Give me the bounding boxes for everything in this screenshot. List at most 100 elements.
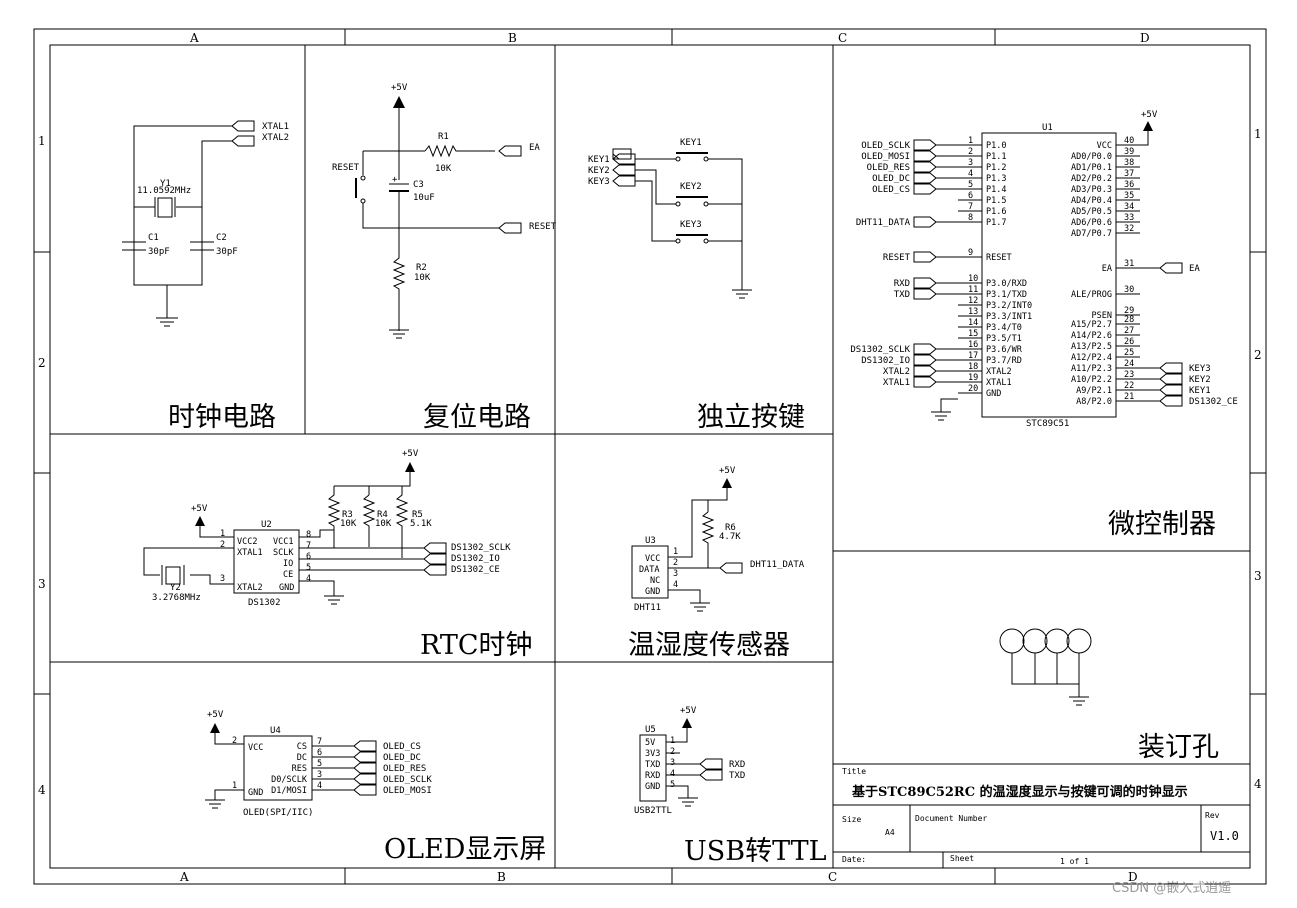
oled-net-oled-sclk: OLED_SCLK bbox=[383, 775, 432, 785]
mcu-pin-a8-p2-0: A8/P2.0 bbox=[1076, 397, 1112, 407]
net-key2: KEY2 bbox=[588, 166, 610, 176]
mcu-pin-a10-p2-2: A10/P2.2 bbox=[1071, 375, 1112, 385]
mcu-pinnum-25: 25 bbox=[1124, 348, 1134, 358]
ref-r4: R4 bbox=[377, 510, 388, 520]
tb-size-label: Size bbox=[842, 815, 861, 824]
usb-pin-3v3: 3V3 bbox=[645, 749, 660, 759]
rtc-pin-io: IO bbox=[283, 559, 293, 569]
mcu-net-oled-dc: OLED_DC bbox=[872, 174, 910, 184]
rtc-pinnum-5: 5 bbox=[306, 563, 311, 573]
zone-col-b-top: B bbox=[508, 31, 517, 45]
mcu-pin-ad6-p0-6: AD6/P0.6 bbox=[1071, 218, 1112, 228]
rtc-body bbox=[233, 529, 300, 594]
mcu-net-oled-mosi: OLED_MOSI bbox=[861, 152, 910, 162]
usb-vcc: +5V bbox=[680, 706, 697, 716]
oled-pin-vcc: VCC bbox=[248, 743, 263, 753]
outer-border bbox=[33, 28, 1267, 885]
sensor-pin-nc: NC bbox=[650, 576, 660, 586]
sensor-pin-data: DATA bbox=[639, 565, 659, 575]
rtc-vcc: +5V bbox=[402, 449, 419, 459]
label-switch-key1: KEY1 bbox=[680, 138, 702, 148]
section-title-clock: 时钟电路 bbox=[168, 402, 276, 433]
mcu-pin-ad2-p0-2: AD2/P0.2 bbox=[1071, 174, 1112, 184]
mcu-pinnum-23: 23 bbox=[1124, 370, 1134, 380]
mcu-pinnum-2: 2 bbox=[968, 147, 973, 157]
sensor-pin-gnd: GND bbox=[645, 587, 660, 597]
val-r4: 10K bbox=[375, 519, 392, 529]
section-title-sensor: 温湿度传感器 bbox=[628, 630, 790, 661]
mcu-pin-p1-7: P1.7 bbox=[986, 218, 1006, 228]
mcu-pinnum-11: 11 bbox=[968, 285, 978, 295]
mcu-pinnum-20: 20 bbox=[968, 384, 978, 394]
ref-y1: Y1 bbox=[160, 179, 171, 189]
oled-pin-dc: DC bbox=[297, 753, 307, 763]
mcu-pin-ad5-p0-5: AD5/P0.5 bbox=[1071, 207, 1112, 217]
port-key2-icon bbox=[612, 164, 636, 176]
oled-pinnum-4: 4 bbox=[317, 781, 322, 791]
mcu-pin-a9-p2-1: A9/P2.1 bbox=[1076, 386, 1112, 396]
rtc-pinnum-2: 2 bbox=[220, 540, 225, 550]
mcu-vcc-arrow-icon bbox=[1143, 121, 1153, 131]
resistor-r4 bbox=[362, 494, 376, 547]
mcu-pinnum-8: 8 bbox=[968, 213, 973, 223]
net-ea: EA bbox=[529, 143, 540, 153]
zone-ticks bbox=[34, 29, 1266, 884]
oled-pinnum-6: 6 bbox=[317, 748, 322, 758]
mcu-pin-p1-1: P1.1 bbox=[986, 152, 1006, 162]
rtc-pinnum-3: 3 bbox=[220, 574, 225, 584]
title-block: Title 基于STC89C52RC 的温湿度显示与按键可调的时钟显示 Size… bbox=[832, 763, 1251, 869]
mcu-pinnum-27: 27 bbox=[1124, 326, 1134, 336]
mcu-pin-p3-4-t0: P3.4/T0 bbox=[986, 323, 1022, 333]
rtc-pin-vcc2: VCC2 bbox=[237, 537, 257, 547]
port-dht11-data-icon bbox=[719, 562, 743, 574]
resistor-r2 bbox=[392, 228, 406, 331]
clock-circuit: XTAL1 XTAL2 Y1 11.0592MHz C1 30pF C2 30p… bbox=[122, 120, 289, 327]
sensor-vcc: +5V bbox=[719, 466, 736, 476]
section-title-reset: 复位电路 bbox=[423, 402, 531, 433]
port-key3-icon bbox=[612, 175, 636, 187]
hole-3-icon bbox=[1044, 628, 1070, 654]
oled-pin-d1-mosi: D1/MOSI bbox=[271, 786, 307, 796]
mcu-port-key2-icon bbox=[1159, 373, 1183, 385]
reset-circuit: +5V EA R1 10K RESET + C3 10uF RESET R2 1… bbox=[332, 83, 557, 339]
mcu-net-key3: KEY3 bbox=[1189, 364, 1211, 374]
zone-col-a-top: A bbox=[189, 31, 199, 45]
mcu-pin-a15-p2-7: A15/P2.7 bbox=[1071, 320, 1112, 330]
mcu-port-ea-icon bbox=[1159, 262, 1183, 274]
oled-pinnum-2: 2 bbox=[232, 736, 237, 746]
mounting-holes bbox=[999, 628, 1092, 706]
mcu-pin-xtal2: XTAL2 bbox=[986, 367, 1012, 377]
sensor-circuit: +5V R6 4.7K U3 DHT11 VCC DATA NC GND 1 2… bbox=[631, 466, 805, 613]
zone-row-4-right: 4 bbox=[1254, 777, 1262, 791]
mcu-net-dht11-data: DHT11_DATA bbox=[856, 218, 911, 228]
mcu-pin-p1-2: P1.2 bbox=[986, 163, 1006, 173]
mcu-pinnum-12: 12 bbox=[968, 296, 978, 306]
rtc-pin-ce: CE bbox=[283, 570, 293, 580]
usb-pin-gnd: GND bbox=[645, 782, 660, 792]
oled-net-oled-res: OLED_RES bbox=[383, 764, 426, 774]
switch-key3 bbox=[675, 234, 709, 244]
mcu-port-key3-icon bbox=[1159, 362, 1183, 374]
tb-title: 基于STC89C52RC 的温湿度显示与按键可调的时钟显示 bbox=[851, 784, 1188, 800]
section-title-holes: 装订孔 bbox=[1138, 732, 1219, 763]
c3-plus: + bbox=[392, 175, 398, 185]
oled-net-oled-cs: OLED_CS bbox=[383, 742, 421, 752]
oled-vcc: +5V bbox=[207, 710, 224, 720]
val-r3: 10K bbox=[340, 519, 357, 529]
tb-rev: V1.0 bbox=[1210, 829, 1239, 843]
usb-vcc-arrow-icon bbox=[682, 718, 692, 728]
usb-ref: U5 bbox=[645, 725, 656, 735]
tb-sheet: 1 of 1 bbox=[1060, 857, 1089, 866]
watermark: CSDN @嵌入式逍遥 bbox=[1112, 881, 1231, 896]
val-c3: 10uF bbox=[413, 193, 435, 203]
mcu-net-xtal2: XTAL2 bbox=[883, 367, 910, 377]
oled-pin-d0-sclk: D0/SCLK bbox=[271, 775, 308, 785]
port-ds1302-io-icon bbox=[423, 553, 447, 565]
zone-row-2-left: 2 bbox=[38, 356, 46, 370]
oled-part: OLED(SPI/IIC) bbox=[243, 808, 313, 818]
oled-pinnum-1: 1 bbox=[232, 781, 237, 791]
oled-port-oled-cs-icon bbox=[353, 740, 377, 752]
